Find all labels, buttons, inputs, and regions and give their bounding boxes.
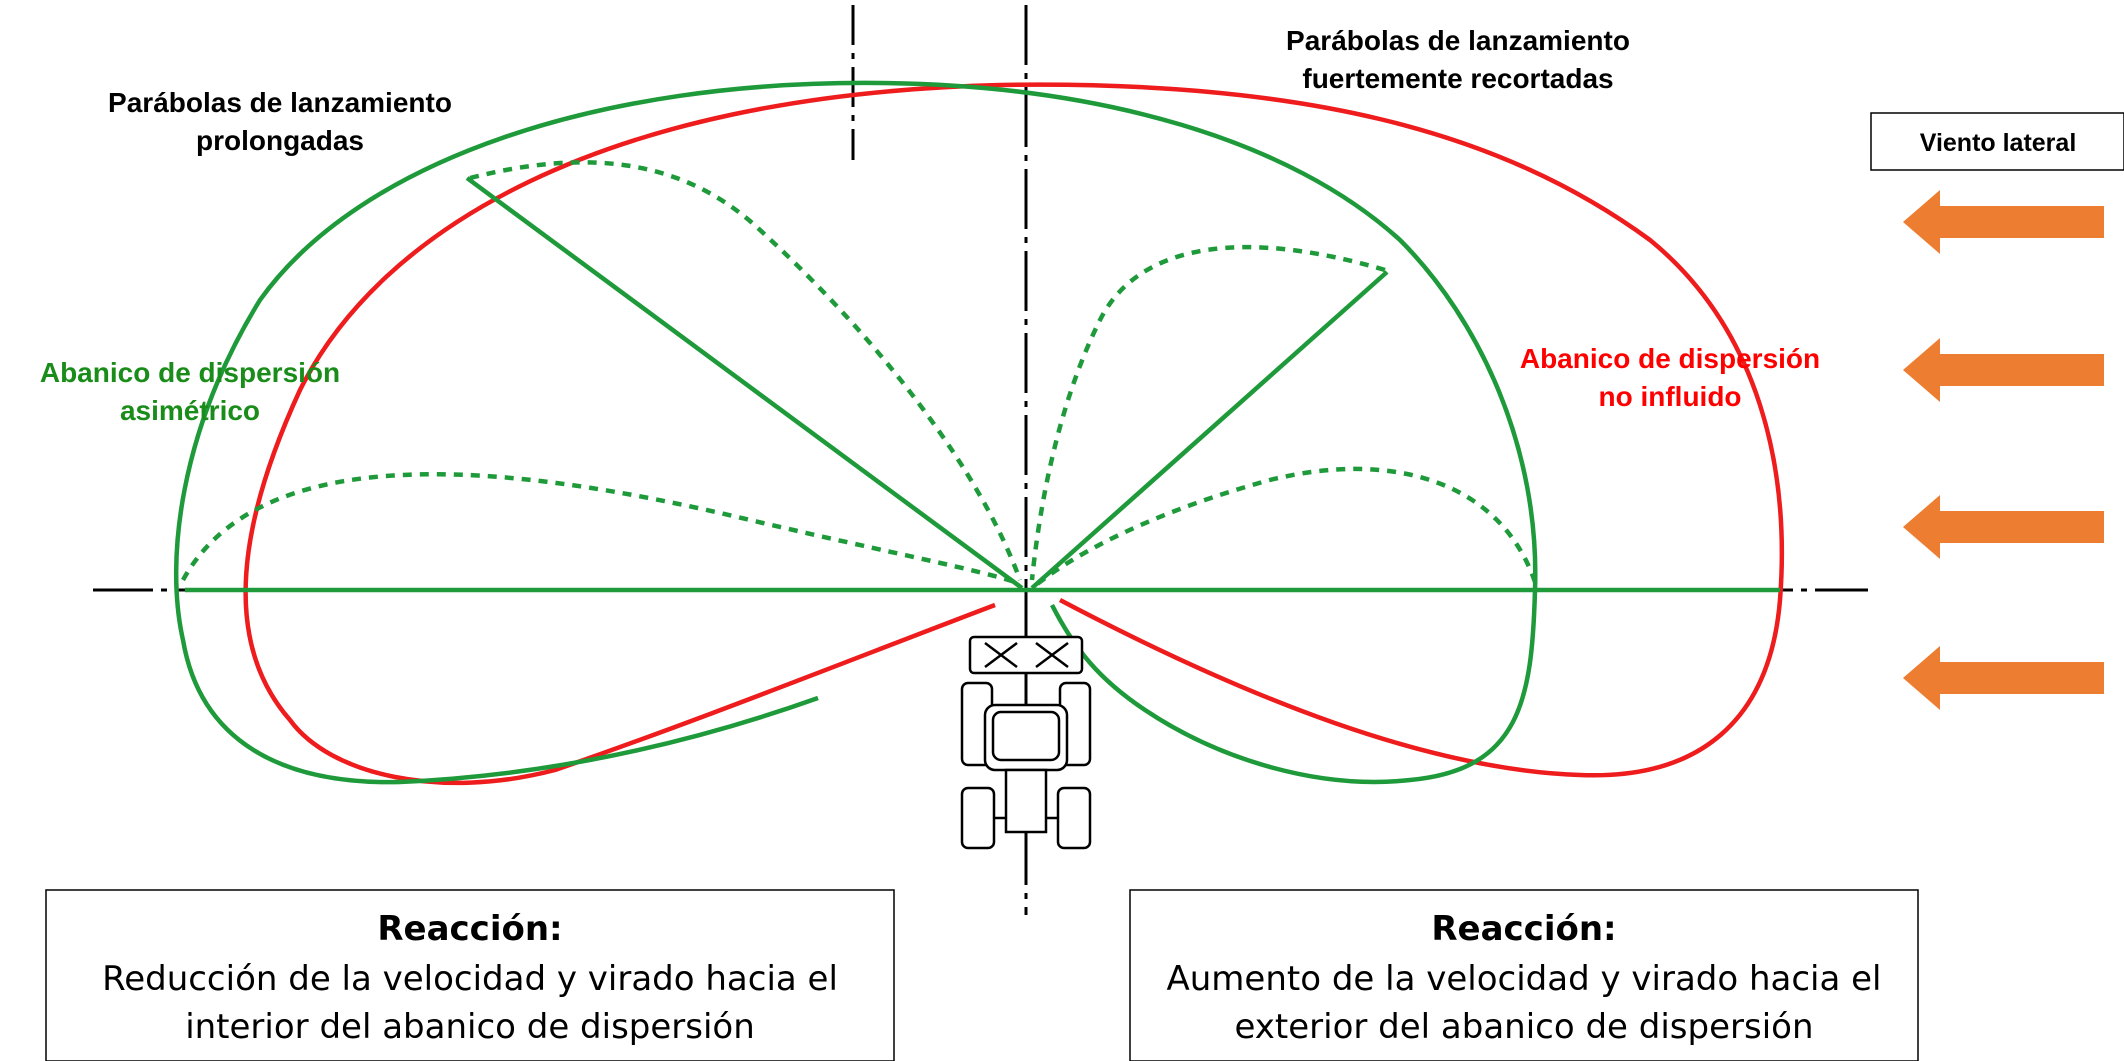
tractor-icon <box>960 635 1092 850</box>
tractor-rear-wheel-right <box>1056 786 1092 850</box>
reaction-left-line1: Reducción de la velocidad y virado hacia… <box>102 959 838 999</box>
label-prolongadas-2: prolongadas <box>196 125 364 156</box>
reaction-right-title: Reacción: <box>1431 909 1616 949</box>
label-asimetrico-1: Abanico de dispersión <box>40 357 340 388</box>
reaction-box-right: Reacción: Aumento de la velocidad y vira… <box>1129 889 1919 1061</box>
arrow-left-icon <box>1903 338 2104 402</box>
wind-label-box: Viento lateral <box>1870 112 2124 171</box>
reaction-box-left: Reacción: Reducción de la velocidad y vi… <box>45 889 895 1061</box>
asymmetric-fan-rays <box>185 176 1780 593</box>
arrow-left-icon <box>1903 646 2104 710</box>
label-no-influido-1: Abanico de dispersión <box>1520 343 1820 374</box>
wind-arrows <box>1903 190 2104 710</box>
uninfluenced-fan-outline <box>243 82 1784 786</box>
label-no-influido-2: no influido <box>1598 381 1741 412</box>
asymmetric-fan-outline <box>173 80 1538 785</box>
reaction-left-title: Reacción: <box>377 909 562 949</box>
arrow-left-icon <box>1903 190 2104 254</box>
parabola-left-high <box>469 160 1023 581</box>
reaction-right-line2: exterior del abanico de dispersión <box>1234 1007 1813 1047</box>
reaction-left-line2: interior del abanico de dispersión <box>185 1007 755 1047</box>
wind-label: Viento lateral <box>1920 129 2077 157</box>
label-recortadas-1: Parábolas de lanzamiento <box>1286 25 1630 56</box>
reaction-right-line1: Aumento de la velocidad y virado hacia e… <box>1167 959 1882 999</box>
label-prolongadas-1: Parábolas de lanzamiento <box>108 87 452 118</box>
fan-ray-left <box>465 176 1024 590</box>
tractor-hood <box>1004 768 1048 834</box>
throw-parabolas <box>181 160 1538 587</box>
arrow-left-icon <box>1903 495 2104 559</box>
parabola-right-high <box>1029 244 1386 581</box>
parabola-right-low <box>1034 466 1538 587</box>
label-asimetrico-2: asimétrico <box>120 395 260 426</box>
parabola-left-low <box>181 472 1019 586</box>
spreader-hopper <box>968 635 1084 675</box>
label-recortadas-2: fuertemente recortadas <box>1302 63 1613 94</box>
tractor-rear-wheel-left <box>960 786 996 850</box>
fan-ray-right <box>1030 270 1389 590</box>
